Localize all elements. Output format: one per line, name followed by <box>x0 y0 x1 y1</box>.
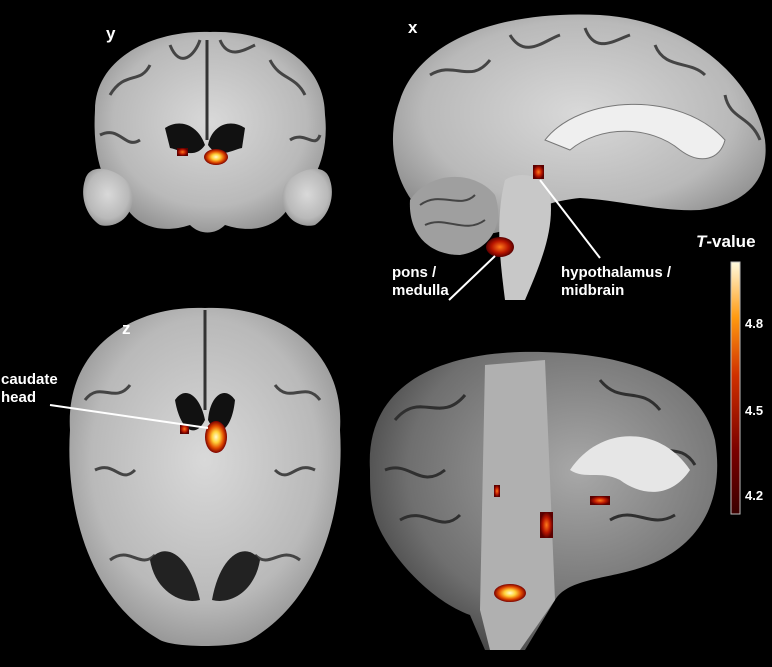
activation-hypothalamus-midbrain <box>533 165 544 179</box>
label-caudate-head: caudate head <box>1 371 58 406</box>
activation-left-caudate-coronal <box>177 148 188 156</box>
colorbar-tick-high: 4.8 <box>745 316 764 331</box>
colorbar-title-rest: -value <box>706 232 756 251</box>
colorbar <box>730 261 741 515</box>
colorbar-title: T-value <box>696 232 756 252</box>
activation-3d-small <box>494 485 500 497</box>
colorbar-title-italic: T <box>696 232 707 251</box>
coronal-slice <box>83 31 332 233</box>
label-pons-medulla: pons / medulla <box>392 264 449 299</box>
leader-line-pons <box>448 255 496 301</box>
colorbar-tick-mid: 4.5 <box>745 403 764 418</box>
leader-line-caudate <box>49 404 209 429</box>
activation-caudate-head <box>205 421 227 453</box>
activation-right-caudate-coronal <box>204 149 228 165</box>
activation-3d-caudate <box>590 496 610 505</box>
surface-rendering <box>369 351 718 650</box>
label-hypothalamus-midbrain: hypothalamus / midbrain <box>561 264 672 299</box>
axial-slice <box>69 307 341 646</box>
activation-left-caudate-axial <box>180 424 189 434</box>
view-label-z: z <box>122 319 131 338</box>
activation-pons-medulla <box>486 237 514 257</box>
view-label-y: y <box>106 24 116 43</box>
activation-3d-midbrain <box>540 512 553 538</box>
colorbar-tick-low: 4.2 <box>745 488 764 503</box>
view-label-x: x <box>408 18 418 37</box>
sagittal-slice <box>392 14 766 300</box>
leader-line-hypothalamus <box>539 179 601 259</box>
activation-3d-brainstem <box>494 584 526 602</box>
